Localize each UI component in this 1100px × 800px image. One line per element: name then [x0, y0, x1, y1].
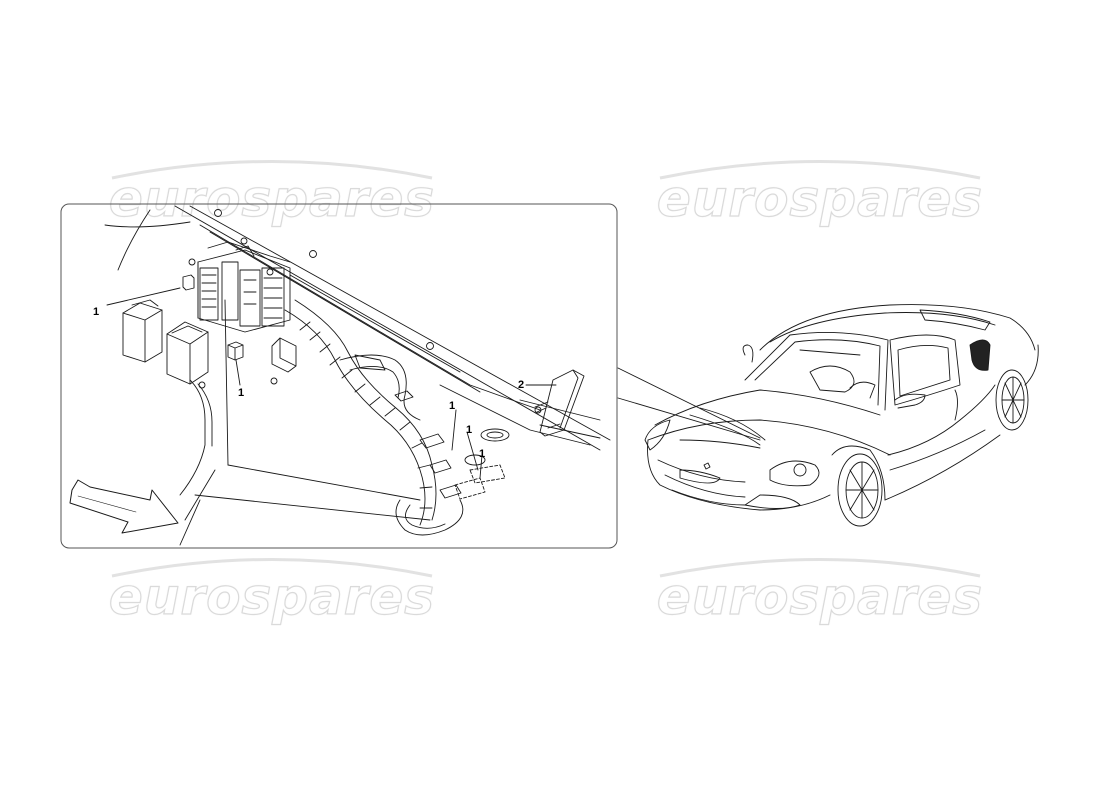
leader-line [106, 287, 181, 306]
pointer-line [617, 397, 761, 441]
callout-label: 1 [466, 424, 473, 436]
control-unit-box [122, 299, 163, 363]
leader-line [235, 359, 241, 386]
part-2-bracket [534, 369, 585, 437]
leader-line [466, 431, 479, 471]
cover-box [166, 321, 209, 385]
badge-icon [703, 462, 711, 470]
direction-arrow-icon [69, 479, 179, 534]
connector-block [271, 337, 297, 373]
leader-line [479, 454, 483, 479]
callout-label: 1 [238, 387, 245, 399]
pointer-line [617, 367, 761, 439]
relay-mini [227, 341, 244, 361]
engine-bay-detail [69, 205, 761, 546]
callout-label: 1 [93, 306, 100, 318]
relay-small [182, 274, 195, 291]
fuse-box [197, 241, 291, 333]
car-illustration [644, 304, 1039, 527]
detail-frame [60, 203, 618, 549]
callout-label: 1 [449, 400, 456, 412]
leader-line [451, 409, 457, 451]
callout-label: 2 [518, 379, 525, 391]
harness-connector [354, 354, 386, 371]
wiring-harness [284, 299, 506, 536]
callout-label: 1 [479, 448, 486, 460]
